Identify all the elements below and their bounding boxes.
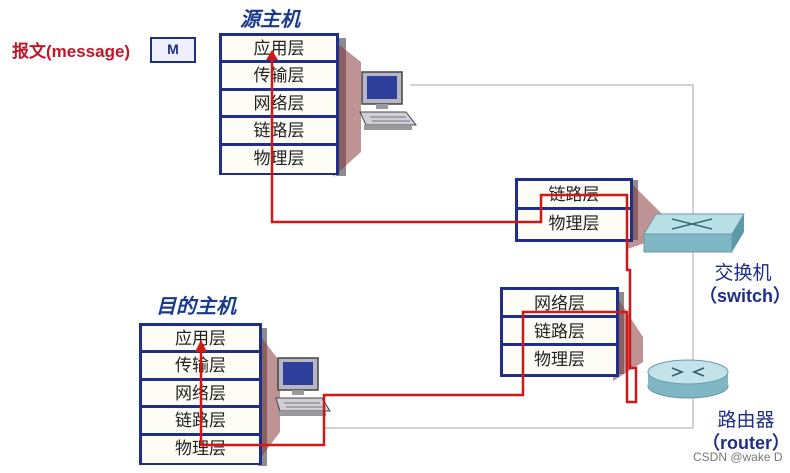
- dest-host-title: 目的主机: [156, 294, 236, 318]
- message-label: 报文(message): [12, 42, 131, 61]
- computer-icon: [359, 71, 418, 130]
- arrow-icon: [266, 50, 278, 60]
- router-icon: [647, 359, 729, 399]
- watermark: CSDN @wake D: [693, 450, 783, 464]
- router-label: 路由器: [717, 409, 775, 431]
- switch-layer-stack: 链路层 物理层: [515, 178, 633, 242]
- switch-layer-physical: 物理层: [518, 210, 630, 239]
- router-sublabel: （router）: [702, 433, 790, 453]
- computer-icon: [275, 357, 331, 416]
- link-host-to-switch: [410, 84, 694, 230]
- switch-label: 交换机: [714, 262, 772, 284]
- source-layer-transport: 传输层: [222, 63, 336, 91]
- dest-stack-wedge: [256, 330, 280, 464]
- source-layer-physical: 物理层: [222, 145, 336, 173]
- source-stack-wedge: [333, 40, 361, 177]
- source-layer-network: 网络层: [222, 90, 336, 119]
- source-layer-link: 链路层: [222, 118, 336, 146]
- source-layer-stack: 应用层 传输层 网络层 链路层 物理层: [219, 33, 339, 175]
- switch-sublabel: （switch）: [698, 286, 790, 306]
- link-router-to-host: [325, 392, 694, 429]
- source-layer-application: 应用层: [222, 36, 336, 64]
- arrow-icon: [195, 340, 207, 352]
- message-box: M: [150, 37, 196, 63]
- switch-icon: [643, 213, 745, 253]
- source-host-title: 源主机: [240, 7, 300, 31]
